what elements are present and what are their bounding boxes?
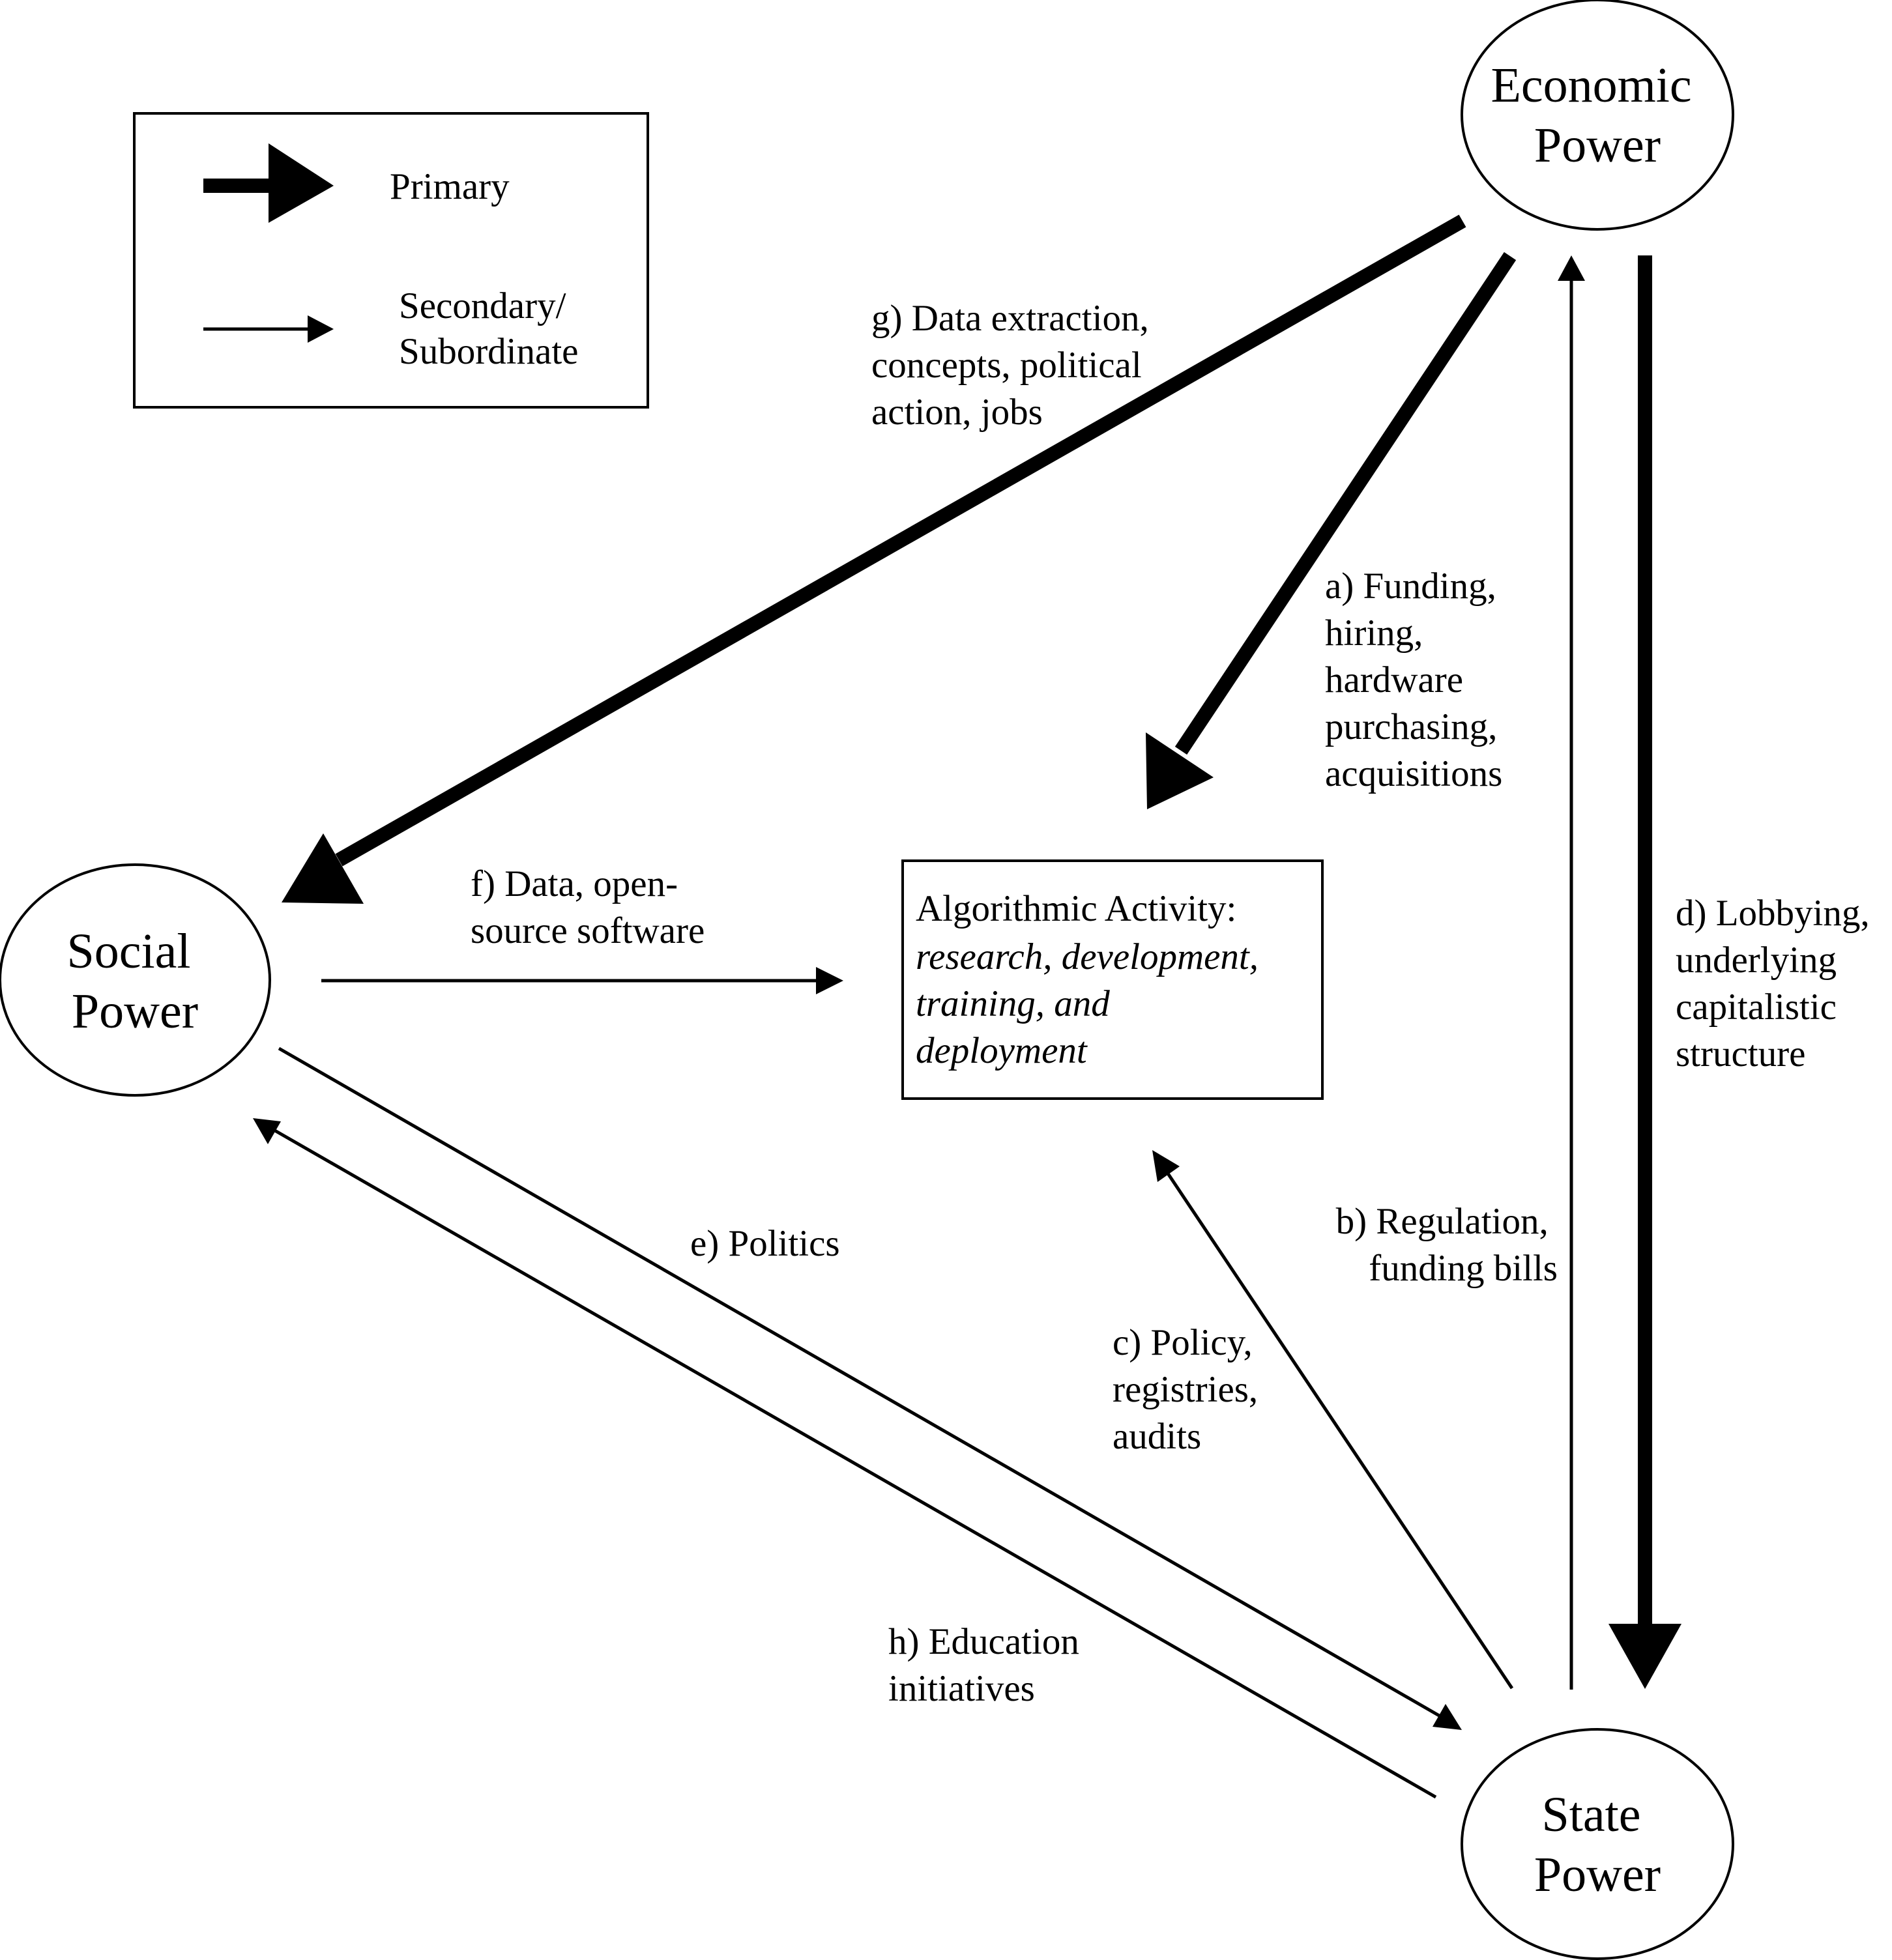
edge-c-arrowhead xyxy=(1152,1150,1180,1182)
edge-b-label: b) Regulation, funding bills xyxy=(1336,1201,1558,1289)
edge-f-label: f) Data, open- source software xyxy=(471,863,705,951)
edge-label-line: h) Education xyxy=(888,1621,1079,1662)
legend-secondary-arrowhead xyxy=(308,315,334,343)
edge-e-arrow xyxy=(278,1046,1462,1730)
edge-label-line: action, jobs xyxy=(871,392,1043,433)
edge-d-arrowhead xyxy=(1608,1624,1681,1689)
edge-label-line: b) Regulation, xyxy=(1336,1201,1549,1242)
center-box-frame xyxy=(901,859,1324,1100)
edge-label-line: initiatives xyxy=(888,1668,1035,1709)
edge-label-line: g) Data extraction, xyxy=(871,298,1149,339)
edge-e-arrowhead xyxy=(1433,1704,1462,1730)
node-social-power: Social Power xyxy=(0,863,271,1097)
edge-label-line: audits xyxy=(1113,1416,1201,1457)
edge-a-shaft xyxy=(1174,252,1517,755)
node-economic-power-label: Economic Power xyxy=(1491,58,1704,173)
edge-a-arrowhead xyxy=(1146,732,1214,809)
legend-secondary-label: Secondary/ Subordinate xyxy=(399,285,578,372)
edge-f-arrowhead xyxy=(816,967,843,994)
edge-c-label: c) Policy, registries, audits xyxy=(1113,1322,1267,1457)
edge-g-arrowhead xyxy=(282,833,364,904)
center-box-title: Algorithmic Activity: xyxy=(916,888,1236,929)
edge-g-shaft xyxy=(335,214,1466,867)
node-label-line: Power xyxy=(1534,118,1661,173)
legend: Primary Secondary/ Subordinate xyxy=(133,112,649,409)
edge-label-line: c) Policy, xyxy=(1113,1322,1253,1363)
edge-label-line: purchasing, xyxy=(1325,706,1497,747)
center-box-subtitle: research, development, training, and dep… xyxy=(916,936,1268,1071)
edge-c-arrow xyxy=(1152,1150,1514,1690)
edge-a-arrow xyxy=(1146,252,1517,809)
edge-f-arrow xyxy=(321,967,843,994)
edge-e-label: e) Politics xyxy=(690,1223,840,1264)
edge-label-line: e) Politics xyxy=(690,1223,840,1264)
legend-primary-label: Primary xyxy=(390,166,510,207)
edge-h-shaft xyxy=(272,1128,1437,1799)
edge-a-label: a) Funding, hiring, hardware purchasing,… xyxy=(1325,566,1507,794)
edge-label-line: source software xyxy=(471,910,705,951)
edge-label-line: hiring, xyxy=(1325,612,1423,654)
node-social-power-ellipse xyxy=(0,863,271,1097)
edge-h-arrowhead xyxy=(253,1118,281,1144)
edge-b-arrowhead xyxy=(1558,255,1585,281)
node-economic-power: Economic Power xyxy=(1461,0,1734,231)
edge-d-arrow xyxy=(1608,255,1681,1689)
edge-label-line: registries, xyxy=(1113,1369,1258,1410)
node-state-power: State Power xyxy=(1461,1728,1734,1960)
node-social-power-label: Social Power xyxy=(67,924,203,1039)
edge-label-line: underlying xyxy=(1676,940,1837,981)
legend-primary-arrowhead xyxy=(269,143,334,223)
edge-label-line: f) Data, open- xyxy=(471,863,678,904)
node-label-line: Economic xyxy=(1491,58,1691,113)
edge-label-line: capitalistic xyxy=(1676,987,1837,1028)
legend-box xyxy=(133,112,649,409)
edge-label-line: acquisitions xyxy=(1325,753,1502,794)
node-state-power-ellipse xyxy=(1461,1728,1734,1960)
edge-h-arrow xyxy=(253,1118,1437,1799)
edge-b-arrow xyxy=(1558,255,1585,1690)
node-label-line: Power xyxy=(72,984,198,1039)
node-state-power-label: State Power xyxy=(1534,1787,1661,1902)
edge-c-shaft xyxy=(1165,1170,1514,1690)
center-box-subtitle-line: training, and xyxy=(916,983,1110,1024)
node-label-line: State xyxy=(1542,1787,1641,1842)
center-box-subtitle-line: research, development, xyxy=(916,936,1259,977)
edge-g-arrow xyxy=(282,214,1466,904)
edge-g-label: g) Data extraction, concepts, political … xyxy=(871,298,1158,433)
edge-label-line: concepts, political xyxy=(871,345,1142,386)
legend-secondary-label-line: Subordinate xyxy=(399,331,578,372)
edge-label-line: hardware xyxy=(1325,659,1463,700)
edge-e-shaft xyxy=(278,1046,1442,1718)
node-label-line: Social xyxy=(67,924,191,979)
edge-d-label: d) Lobbying, underlying capitalistic str… xyxy=(1676,893,1879,1074)
node-label-line: Power xyxy=(1534,1847,1661,1902)
edge-label-line: structure xyxy=(1676,1033,1805,1074)
legend-secondary-label-line: Secondary/ xyxy=(399,285,566,326)
node-economic-power-ellipse xyxy=(1461,0,1734,231)
edge-label-line: a) Funding, xyxy=(1325,566,1496,607)
edge-h-label: h) Education initiatives xyxy=(888,1621,1088,1709)
edge-label-line: d) Lobbying, xyxy=(1676,893,1870,934)
center-box-subtitle-line: deployment xyxy=(916,1030,1088,1071)
center-box-algorithmic-activity: Algorithmic Activity: research, developm… xyxy=(901,859,1324,1100)
edge-label-line: funding bills xyxy=(1369,1248,1558,1289)
